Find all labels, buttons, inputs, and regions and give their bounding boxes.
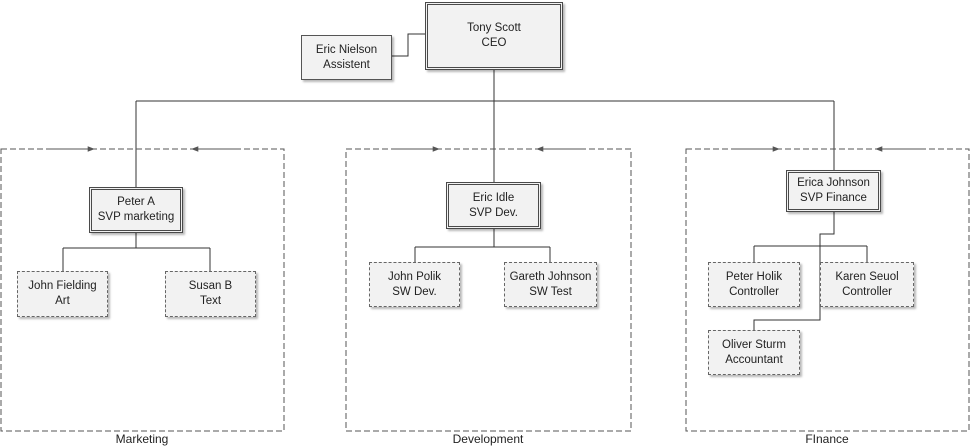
member-name: Oliver Sturm [722, 338, 786, 351]
member-title: Controller [842, 285, 892, 298]
member-title: SW Dev. [392, 285, 437, 298]
finance-member-node[interactable]: Karen Seuol Controller [820, 262, 914, 307]
development-head-title: SVP Dev. [469, 206, 518, 219]
member-title: Controller [729, 285, 779, 298]
marketing-group-frame [0, 148, 285, 432]
member-title: Accountant [725, 353, 783, 366]
ceo-assistant-connector [392, 33, 426, 57]
marketing-member-node[interactable]: Susan B Text [165, 271, 256, 317]
development-member-node[interactable]: John Polik SW Dev. [369, 262, 460, 307]
finance-member-node[interactable]: Oliver Sturm Accountant [708, 330, 800, 375]
marketing-group-label: Marketing [115, 432, 169, 446]
assistant-title: Assistent [323, 58, 370, 71]
member-title: Text [199, 295, 222, 307]
development-member-node[interactable]: Gareth Johnson SW Test [504, 262, 597, 307]
development-sub-connector [414, 229, 551, 262]
member-name: Karen Seuol [835, 270, 899, 283]
member-title: SW Test [529, 285, 572, 298]
finance-member-node[interactable]: Peter Holik Controller [708, 262, 800, 307]
assistant-name: Eric Nielson [315, 43, 378, 56]
development-head-node[interactable]: Eric Idle SVP Dev. [446, 182, 541, 229]
member-name: Peter Holik [725, 270, 783, 283]
finance-head-title: SVP Finance [800, 192, 867, 204]
member-name: John Fielding [28, 280, 97, 292]
finance-group-label: FInance [805, 432, 849, 446]
marketing-sub-connector [62, 233, 211, 271]
ceo-node[interactable]: Tony Scott CEO [425, 2, 563, 70]
marketing-head-name: Peter A [117, 196, 155, 208]
development-head-name: Eric Idle [472, 191, 515, 204]
development-group-frame [345, 148, 632, 432]
ceo-name: Tony Scott [467, 22, 521, 34]
ceo-title: CEO [481, 37, 507, 49]
finance-group-frame [685, 148, 970, 432]
member-name: Gareth Johnson [509, 270, 592, 283]
marketing-head-title: SVP marketing [97, 211, 175, 223]
member-name: John Polik [387, 270, 442, 283]
member-title: Art [55, 295, 70, 307]
finance-head-node[interactable]: Erica Johnson SVP Finance [786, 170, 881, 212]
finance-head-name: Erica Johnson [797, 177, 870, 189]
marketing-head-node[interactable]: Peter A SVP marketing [89, 187, 183, 233]
marketing-member-node[interactable]: John Fielding Art [17, 271, 108, 317]
member-name: Susan B [188, 280, 233, 292]
assistant-node[interactable]: Eric Nielson Assistent [301, 35, 392, 80]
development-group-label: Development [452, 432, 524, 446]
finance-sub-connector [753, 212, 868, 330]
